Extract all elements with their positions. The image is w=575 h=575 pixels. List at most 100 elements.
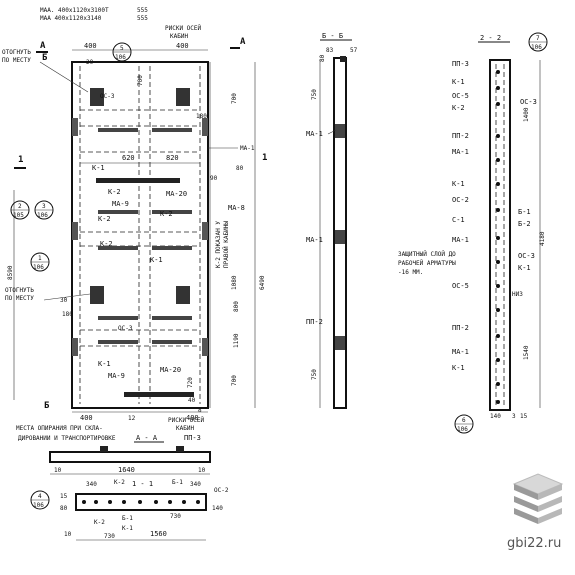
label-mesta-1: МЕСТА ОПИРАНИЯ ПРИ СКЛА- — [16, 425, 103, 432]
label-oc5-22b: ОС-5 — [452, 282, 469, 290]
dim-700-top: 700 — [137, 75, 144, 86]
dim-57: 57 — [350, 47, 358, 54]
svg-text:3: 3 — [42, 203, 46, 210]
label-otognut-mid: ОТОГНУТЬ — [5, 287, 34, 294]
callout-5-106: 5 106 — [112, 42, 132, 62]
label-ma1-top-bb: МА-1 — [306, 130, 323, 138]
section-mark-b-bottom: Б — [44, 401, 50, 411]
section-mark-a-left: А — [40, 41, 46, 51]
dim-12: 12 — [128, 415, 136, 422]
label-pp2-22a: ПП-2 — [452, 132, 469, 140]
dim-15-11: 15 — [60, 493, 68, 500]
label-k1-mid: К-1 — [150, 256, 163, 264]
label-zasch-2: РАБОЧЕЙ АРМАТУРЫ — [398, 260, 456, 267]
label-riski-bot: РИСКИ ОСЕЙ — [168, 417, 205, 424]
dim-820: 820 — [166, 154, 179, 162]
section-22: 2 - 2 ПП-3 К-1 ОС-5 К-2 ОС-3 1400 ПП-2 М… — [398, 34, 546, 420]
section-11-title: 1 - 1 — [132, 480, 153, 488]
callout-1-106: 1 106 — [30, 252, 50, 272]
dim-140-11: 140 — [212, 505, 223, 512]
label-pp3-aa: ПП-3 — [184, 434, 201, 442]
dim-750-top: 750 — [311, 89, 318, 100]
svg-text:5: 5 — [120, 45, 124, 52]
dim-720: 720 — [187, 377, 194, 388]
label-ma1-22b: МА-1 — [452, 236, 469, 244]
label-pp3-22: ПП-3 — [452, 60, 469, 68]
dim-83: 83 — [326, 47, 334, 54]
dim-730-a: 730 — [104, 533, 115, 540]
label-ma20-top: МА-20 — [166, 190, 187, 198]
svg-text:106: 106 — [33, 264, 44, 271]
label-g1-11b: Б-1 — [122, 515, 133, 522]
label-ma1-22c: МА-1 — [452, 348, 469, 356]
plate-ma9-top — [96, 178, 180, 183]
dim-20: 20 — [86, 59, 94, 66]
section-bb-title: Б - Б — [322, 32, 343, 40]
dim-6490: 6490 — [259, 275, 266, 290]
dim-750-bot: 750 — [311, 369, 318, 380]
svg-text:106: 106 — [37, 212, 48, 219]
dim-400-top-right: 400 — [176, 42, 189, 50]
label-k2-c: К-2 — [160, 210, 173, 218]
label-oc3-22b: ОС-3 — [518, 252, 535, 260]
dim-555-a: 555 — [137, 7, 148, 14]
label-oc2-11: ОС-2 — [214, 487, 229, 494]
section-aa: А - А ПП-3 10 1640 10 — [49, 434, 211, 475]
front-view: А А 1 Б Б 1 400 400 20 700 ОТОГНУТЬ ПО М… — [2, 25, 267, 442]
dim-620: 620 — [122, 154, 135, 162]
svg-text:6: 6 — [462, 417, 466, 424]
dim-340-a: 340 — [86, 481, 97, 488]
svg-text:4: 4 — [38, 493, 42, 500]
label-pp2-22b: ПП-2 — [452, 324, 469, 332]
dim-180-left: 180 — [62, 311, 73, 318]
label-ma9-top: МА-9 — [112, 200, 129, 208]
label-ma20-bot: МА-20 — [160, 366, 181, 374]
callout-3-106: 3 106 — [34, 200, 54, 220]
label-oc3-top: ОС-3 — [100, 93, 115, 100]
loop-top-right — [176, 88, 190, 106]
label-ma8: МА-8 — [228, 204, 245, 212]
dim-30: 30 — [60, 297, 68, 304]
svg-text:2: 2 — [18, 203, 22, 210]
top-note-2: МАА 400x1120x3140 — [40, 15, 102, 22]
dim-340-b: 340 — [190, 481, 201, 488]
label-oc3-mid: ОС-3 — [118, 325, 133, 332]
label-ma1-22a: МА-1 — [452, 148, 469, 156]
label-ma9-bot: МА-9 — [108, 372, 125, 380]
label-k2-pokazan: К-2 ПОКАЗАН У — [215, 221, 222, 268]
label-otognut-top: ОТОГНУТЬ — [2, 49, 31, 56]
label-k2-a: К-2 — [108, 188, 121, 196]
dim-10-11: 10 — [64, 531, 72, 538]
section-mark-b-top: Б — [42, 53, 48, 63]
svg-text:1: 1 — [38, 255, 42, 262]
label-oc5-22: ОС-5 — [452, 92, 469, 100]
plate-ma9-bot — [124, 392, 194, 397]
label-k1-11: К-1 — [122, 525, 133, 532]
section-22-title: 2 - 2 — [480, 34, 501, 42]
label-ma1: МА-1 — [240, 145, 255, 152]
label-zasch-3: -16 ММ. — [398, 269, 423, 276]
dim-555-b: 555 — [137, 15, 148, 22]
label-k1-bot: К-1 — [98, 360, 111, 368]
label-c1-22: С-1 — [452, 216, 465, 224]
dim-80-bb: 80 — [319, 54, 326, 62]
site-logo-icon — [512, 473, 564, 524]
panel-outline — [71, 61, 209, 409]
dim-8: 8 — [198, 407, 202, 414]
dim-730-b: 730 — [170, 513, 181, 520]
label-k1-22a: К-1 — [452, 78, 465, 86]
dim-3-22: 3 — [512, 413, 516, 420]
callout-7-106: 7 106 — [528, 32, 548, 52]
top-note-1: МАА. 400x1120x3100Т — [40, 7, 109, 14]
callout-4-106: 4 106 — [30, 490, 50, 510]
svg-text:106: 106 — [531, 44, 542, 51]
svg-text:7: 7 — [536, 35, 540, 42]
callout-6-106: 6 106 — [454, 414, 474, 434]
watermark-text: gbi22.ru — [507, 536, 562, 551]
label-oc3-22: ОС-3 — [520, 98, 537, 106]
dim-1560: 1560 — [150, 530, 167, 538]
label-k2-11: К-2 — [114, 479, 125, 486]
dim-800: 800 — [233, 301, 240, 312]
